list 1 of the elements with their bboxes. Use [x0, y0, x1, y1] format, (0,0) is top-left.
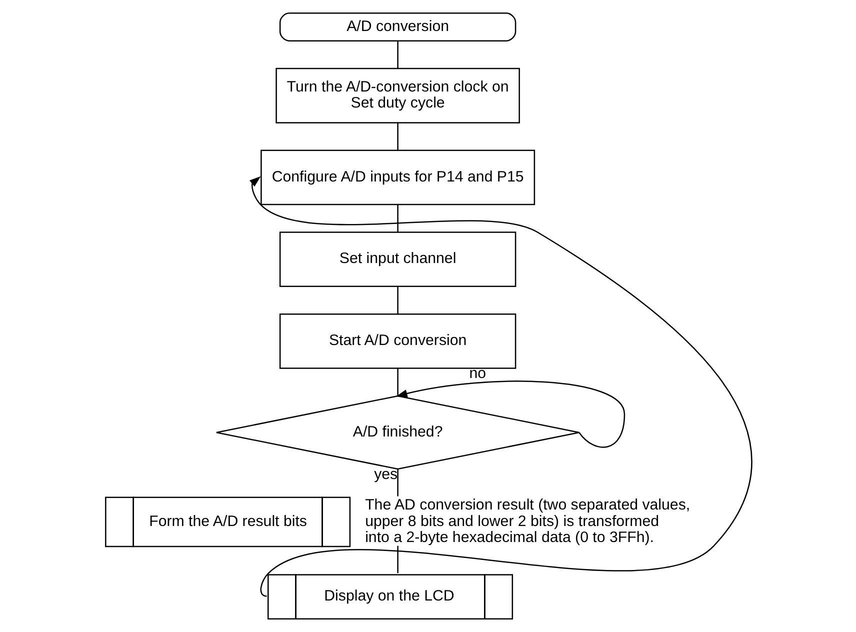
node-label: The AD conversion result (two separated values, upper 8 bits and lower 2 bits) is transformed into a 2-byte hexadecimal data (0 to 3FFh).: [364, 496, 690, 546]
